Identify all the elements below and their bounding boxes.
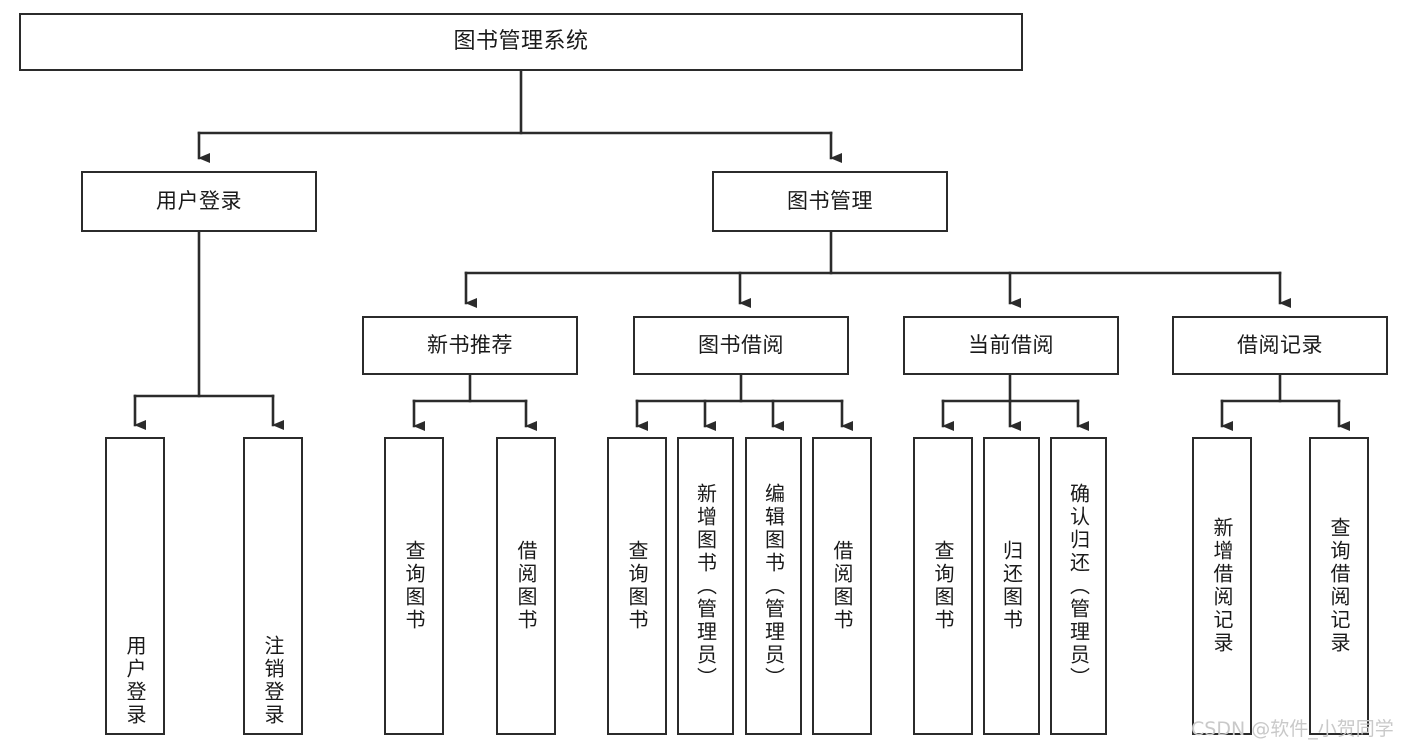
leaf-borrow-add-book-admin[interactable]: 新增图书（管理员） xyxy=(677,437,734,735)
node-label: 新增借阅记录 xyxy=(1210,517,1234,655)
node-root-book-management-system[interactable]: 图书管理系统 xyxy=(19,13,1023,71)
node-label: 用户登录 xyxy=(156,188,242,213)
leaf-record-query-borrow-record[interactable]: 查询借阅记录 xyxy=(1309,437,1369,735)
node-label: 查询图书 xyxy=(931,540,955,632)
node-label: 图书管理系统 xyxy=(453,28,589,54)
leaf-recommend-borrow-book[interactable]: 借阅图书 xyxy=(496,437,556,735)
node-borrow-record[interactable]: 借阅记录 xyxy=(1172,316,1388,375)
node-label: 借阅图书 xyxy=(830,540,854,632)
node-label: 新增图书（管理员） xyxy=(693,482,718,690)
node-label: 编辑图书（管理员） xyxy=(761,482,786,690)
node-label: 查询图书 xyxy=(402,540,426,632)
leaf-borrow-edit-book-admin[interactable]: 编辑图书（管理员） xyxy=(745,437,802,735)
leaf-current-return-book[interactable]: 归还图书 xyxy=(983,437,1040,735)
leaf-borrow-query-book[interactable]: 查询图书 xyxy=(607,437,667,735)
node-book-borrow[interactable]: 图书借阅 xyxy=(633,316,849,375)
leaf-borrow-borrow-book[interactable]: 借阅图书 xyxy=(812,437,872,735)
node-label: 借阅图书 xyxy=(514,540,538,632)
node-label: 图书管理 xyxy=(787,188,873,213)
leaf-user-login-login[interactable]: 用户登录 xyxy=(105,437,165,735)
csdn-watermark: CSDN @软件_小贺同学 xyxy=(1191,718,1394,740)
node-label: 查询图书 xyxy=(625,540,649,632)
node-label: 借阅记录 xyxy=(1237,332,1323,357)
leaf-recommend-query-book[interactable]: 查询图书 xyxy=(384,437,444,735)
leaf-current-query-book[interactable]: 查询图书 xyxy=(913,437,973,735)
leaf-user-login-logout[interactable]: 注销登录 xyxy=(243,437,303,735)
node-label: 归还图书 xyxy=(999,540,1024,632)
node-label: 新书推荐 xyxy=(427,332,513,357)
node-book-management[interactable]: 图书管理 xyxy=(712,171,948,232)
node-label: 注销登录 xyxy=(261,635,285,727)
node-user-login[interactable]: 用户登录 xyxy=(81,171,317,232)
node-label: 用户登录 xyxy=(123,635,147,727)
leaf-current-confirm-return-admin[interactable]: 确认归还（管理员） xyxy=(1050,437,1107,735)
node-label: 确认归还（管理员） xyxy=(1066,482,1091,690)
node-label: 图书借阅 xyxy=(698,332,784,357)
leaf-record-add-borrow-record[interactable]: 新增借阅记录 xyxy=(1192,437,1252,735)
node-label: 当前借阅 xyxy=(968,332,1054,357)
node-current-borrow[interactable]: 当前借阅 xyxy=(903,316,1119,375)
node-new-book-recommend[interactable]: 新书推荐 xyxy=(362,316,578,375)
node-label: 查询借阅记录 xyxy=(1327,517,1351,655)
